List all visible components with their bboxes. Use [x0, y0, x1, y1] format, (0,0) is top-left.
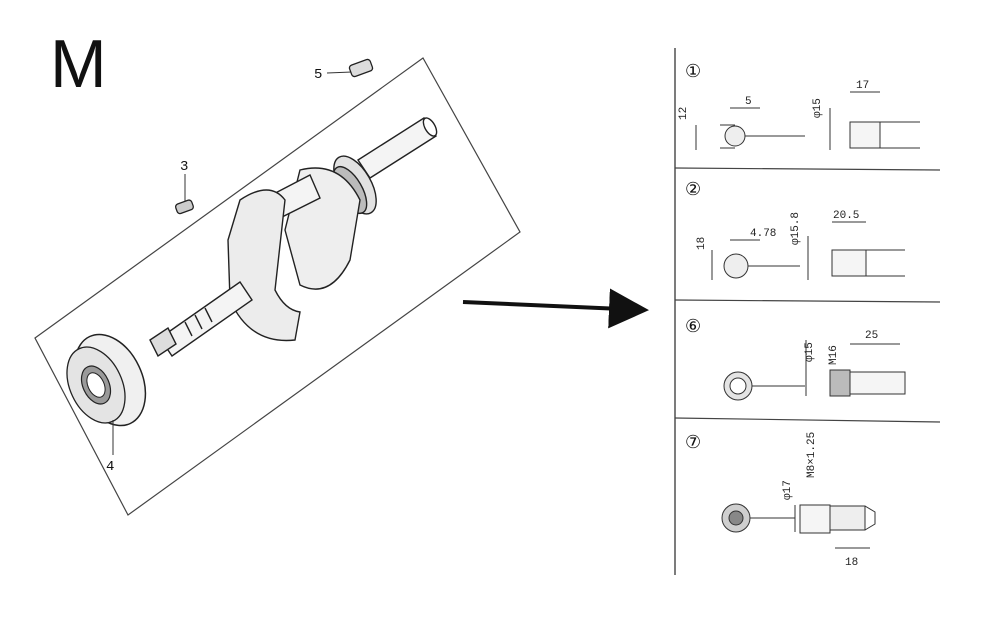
variant-2-height: 18	[696, 237, 708, 250]
variant-7-diameter: φ17	[782, 480, 794, 500]
variant-1-length: 17	[856, 80, 869, 92]
variant-panel-6: ⑥ φ15 M16 25	[685, 318, 906, 401]
variant-7-marker: ⑦	[685, 434, 701, 454]
variant-panel-2: ② 18 4.78 φ15.8 20.5	[685, 181, 905, 280]
variant-1-marker: ①	[685, 63, 701, 83]
variant-1-height: 12	[678, 107, 690, 120]
variant-panel-1: ① 12 5 φ15 17	[678, 63, 920, 150]
variant-6-length: 25	[865, 330, 878, 342]
variant-2-length: 20.5	[833, 210, 859, 222]
bearing-part: 4	[66, 333, 147, 475]
transition-arrow	[462, 288, 649, 329]
exploded-view-frame	[34, 57, 521, 516]
callout-3-label: 3	[180, 159, 188, 175]
variant-1-key-width: 5	[745, 96, 752, 108]
variant-6-thread: M16	[828, 345, 840, 365]
pin-part: 5	[314, 58, 374, 83]
variant-7-thread: M8×1.25	[806, 432, 818, 478]
crankshaft	[149, 117, 438, 358]
variant-1-diameter: φ15	[812, 98, 824, 118]
section-letter: M	[50, 26, 107, 102]
exploded-view: 5 3	[34, 57, 521, 516]
callout-5-label: 5	[314, 67, 322, 83]
callout-4-label: 4	[106, 459, 114, 475]
variant-6-diameter: φ15	[804, 342, 816, 362]
variant-panel-7: ⑦ φ17 M8×1.25 18	[685, 432, 876, 569]
variant-2-marker: ②	[685, 181, 701, 201]
key-part: 3	[174, 159, 194, 215]
variant-2-key-width: 4.78	[750, 228, 776, 240]
variant-2-diameter: φ15.8	[790, 212, 802, 245]
variant-6-marker: ⑥	[685, 318, 701, 338]
variant-panels	[674, 48, 941, 575]
variant-7-length: 18	[845, 557, 858, 569]
